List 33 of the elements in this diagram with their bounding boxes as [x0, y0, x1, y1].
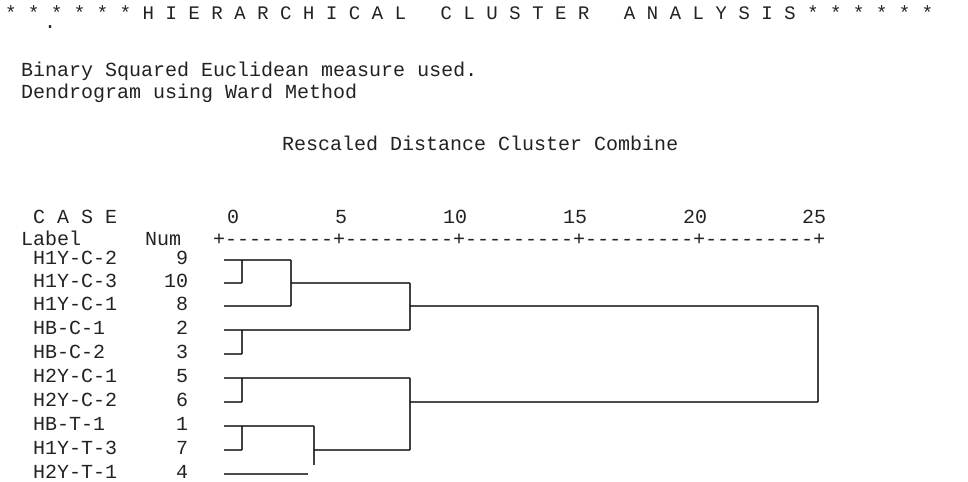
case-number: 4 — [176, 463, 188, 482]
case-number: 2 — [176, 319, 188, 341]
method-note: Dendrogram using Ward Method — [21, 83, 358, 105]
tick-label: 15 — [563, 208, 587, 230]
case-label: H1Y-T-3 — [33, 439, 118, 461]
case-label: HB-T-1 — [33, 415, 106, 437]
case-label: H2Y-C-1 — [33, 367, 118, 389]
tick-label: 20 — [683, 208, 707, 230]
case-label: HB-C-2 — [33, 343, 106, 365]
case-number: 3 — [176, 343, 188, 365]
tick-label: 5 — [335, 208, 347, 230]
case-label: H1Y-C-2 — [33, 249, 118, 271]
case-label: HB-C-1 — [33, 319, 106, 341]
axis-scale: +---------+---------+---------+---------+---------+ — [213, 230, 826, 252]
tick-label: 25 — [802, 208, 826, 230]
case-number: 1 — [176, 415, 188, 437]
case-label: H2Y-C-2 — [33, 391, 118, 413]
case-label: H1Y-C-1 — [33, 295, 118, 317]
column-header: C A S E — [33, 208, 118, 230]
case-number: 7 — [176, 439, 188, 461]
column-header: Num — [145, 230, 182, 252]
axis-title: Rescaled Distance Cluster Combine — [282, 135, 678, 157]
tick-label: 0 — [227, 208, 239, 230]
case-number: 5 — [176, 367, 188, 389]
case-label: H2Y-T-1 — [33, 463, 118, 482]
tick-label: 10 — [443, 208, 467, 230]
case-number: 6 — [176, 391, 188, 413]
case-number: 9 — [176, 249, 188, 271]
case-label: H1Y-C-3 — [33, 272, 118, 294]
case-number: 8 — [176, 295, 188, 317]
column-header: Label — [21, 230, 82, 252]
measure-note: Binary Squared Euclidean measure used. — [21, 61, 478, 83]
case-number: 10 — [164, 272, 188, 294]
